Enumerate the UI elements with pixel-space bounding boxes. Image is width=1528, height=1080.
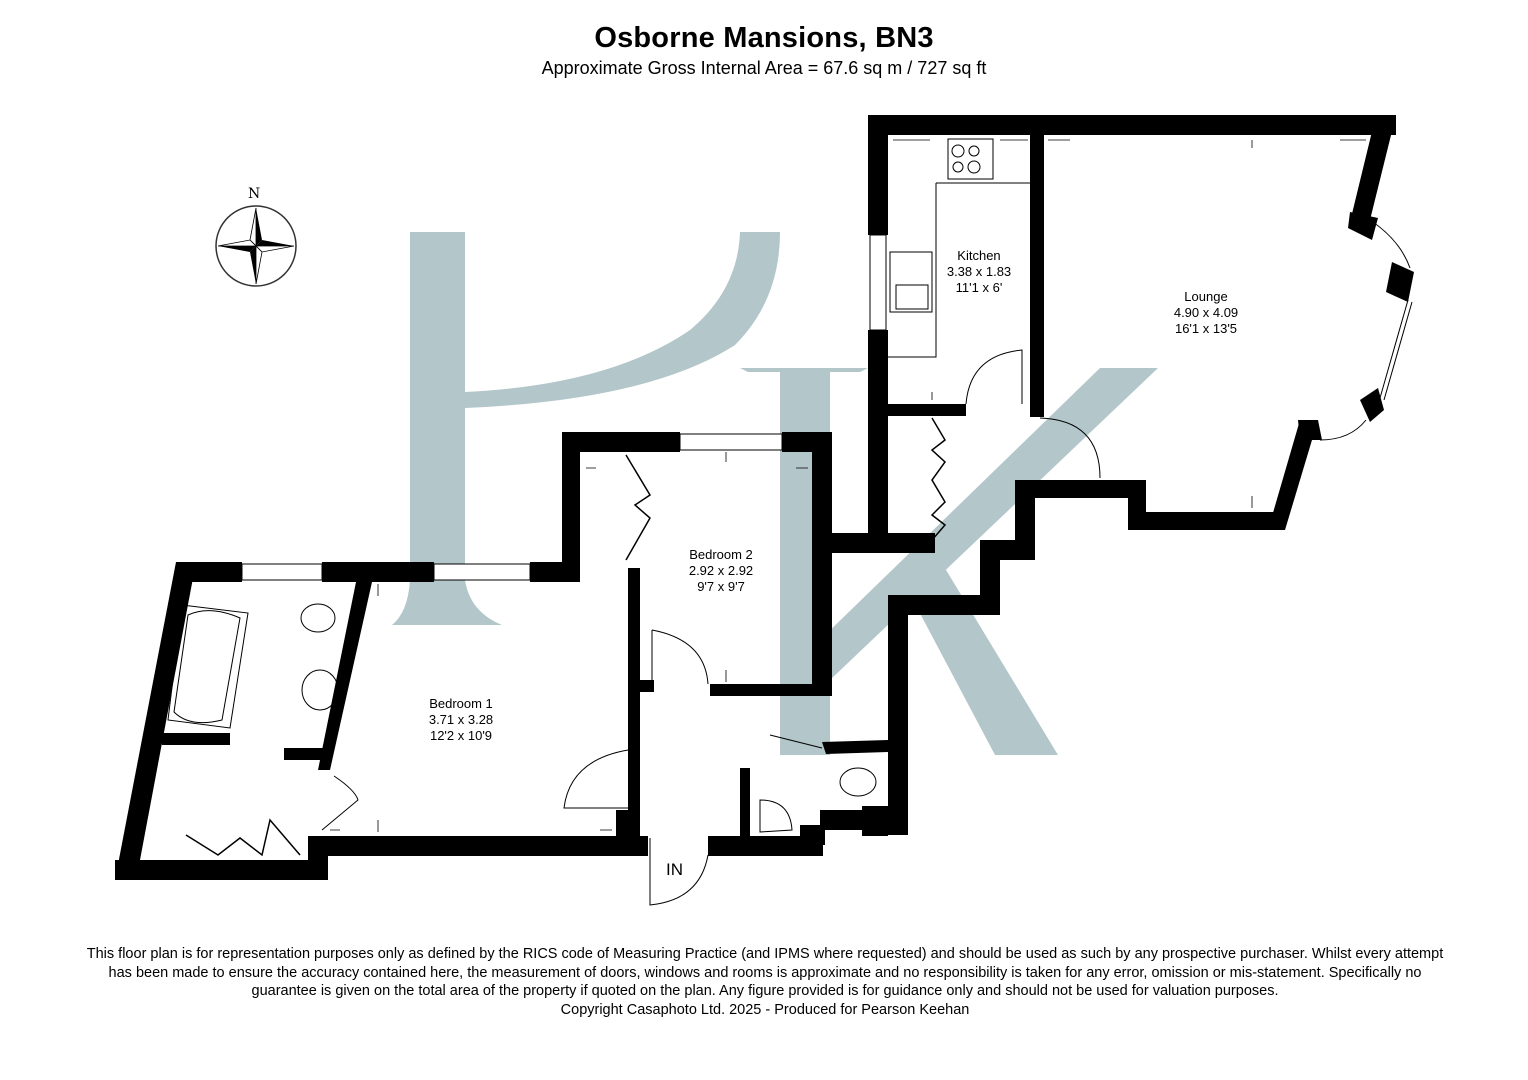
wardrobe-doors xyxy=(185,417,947,857)
bathroom-fittings xyxy=(167,603,877,833)
door-swings xyxy=(321,349,1101,906)
compass-rose-icon xyxy=(215,205,297,287)
room-name: Kitchen xyxy=(957,248,1001,263)
room-label-bedroom-2: Bedroom 2 2.92 x 2.92 9'7 x 9'7 xyxy=(689,547,753,595)
room-imperial: 9'7 x 9'7 xyxy=(697,579,745,594)
copyright: Copyright Casaphoto Ltd. 2025 - Produced… xyxy=(560,1001,970,1018)
room-imperial: 11'1 x 6' xyxy=(955,280,1003,295)
room-imperial: 12'2 x 10'9 xyxy=(429,728,493,743)
room-metric: 3.71 x 3.28 xyxy=(428,712,494,727)
room-metric: 2.92 x 2.92 xyxy=(688,563,754,578)
room-imperial: 16'1 x 13'5 xyxy=(1174,321,1238,336)
measurement-arrows xyxy=(330,139,1366,832)
room-label-bedroom-1: Bedroom 1 3.71 x 3.28 12'2 x 10'9 xyxy=(429,696,493,744)
disclaimer-text: This floor plan is for representation pu… xyxy=(86,946,1444,999)
room-name: Lounge xyxy=(1184,289,1228,304)
compass-north-label: N xyxy=(248,186,261,202)
room-label-lounge: Lounge 4.90 x 4.09 16'1 x 13'5 xyxy=(1174,289,1238,337)
kitchen-fittings xyxy=(888,138,1030,358)
walls xyxy=(115,115,1414,880)
room-name: Bedroom 1 xyxy=(429,696,493,711)
windows xyxy=(241,219,1413,581)
disclaimer: This floor plan is for representation pu… xyxy=(80,945,1450,1019)
entrance-label: IN xyxy=(666,860,683,879)
plan-title: Osborne Mansions, BN3 xyxy=(594,22,934,54)
room-metric: 3.38 x 1.83 xyxy=(946,264,1012,279)
room-metric: 4.90 x 4.09 xyxy=(1173,305,1239,320)
room-name: Bedroom 2 xyxy=(689,547,753,562)
gross-area: Approximate Gross Internal Area = 67.6 s… xyxy=(541,58,987,78)
room-label-kitchen: Kitchen 3.38 x 1.83 11'1 x 6' xyxy=(947,248,1011,296)
